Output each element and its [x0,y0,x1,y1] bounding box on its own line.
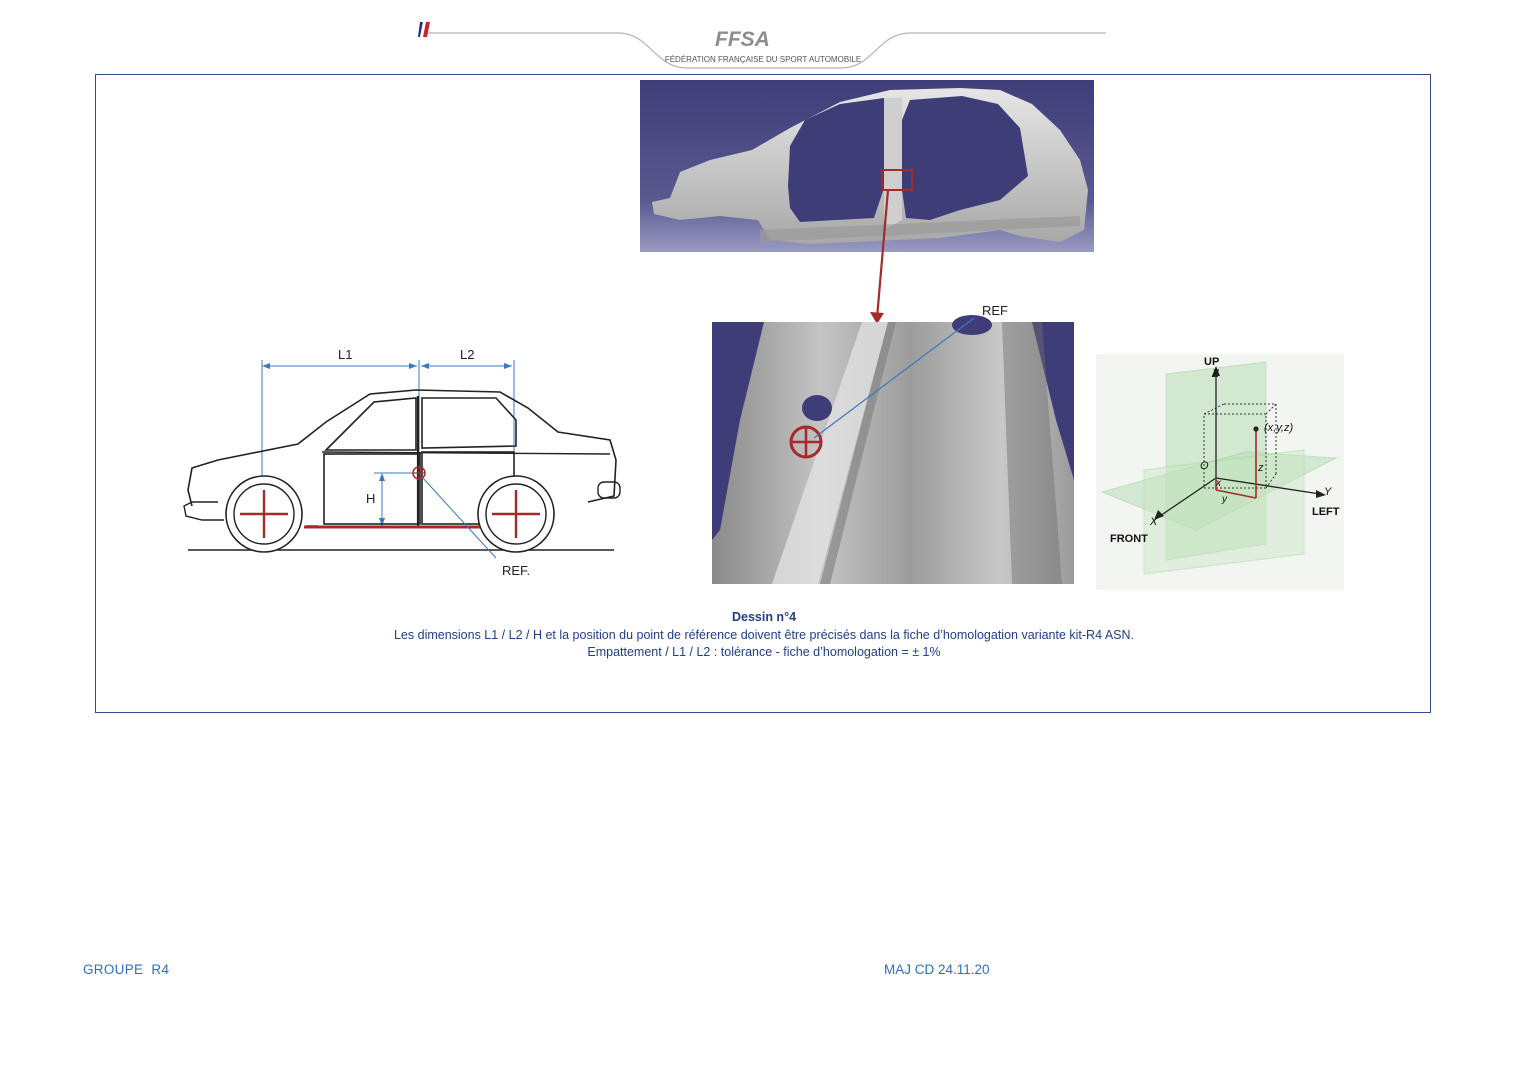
car-side-drawing: L1 L2 H REF. [178,340,628,590]
origin-label: O [1200,460,1209,472]
caption-line-1: Les dimensions L1 / L2 / H et la positio… [393,627,1134,642]
axis-y-label: Y [1324,486,1332,498]
caption-line-2: Empattement / L1 / L2 : tolérance - fich… [587,645,941,659]
dimension-label-l1: L1 [338,347,353,362]
drawing-caption: Dessin n°4 Les dimensions L1 / L2 / H et… [96,609,1432,662]
axis-z-label: Z [1212,368,1219,380]
detail-ref-label: REF [982,303,1008,318]
logo-subtitle: FÉDÉRATION FRANÇAISE DU SPORT AUTOMOBILE [664,55,862,64]
x-component-label: x [1216,478,1221,489]
z-component-label: z [1258,462,1264,474]
axis-front-label: FRONT [1110,533,1148,545]
caption-title: Dessin n°4 [731,610,797,624]
footer-update-date: MAJ CD 24.11.20 [884,962,990,977]
page-header: FFSA FÉDÉRATION FRANÇAISE DU SPORT AUTOM… [418,22,1108,76]
axes-diagram: UP Z (x,y,z) O z x y Y LEFT X FRONT [1096,354,1344,590]
ref-label: REF. [502,563,531,578]
dimension-label-l2: L2 [460,347,475,362]
point-label: (x,y,z) [1264,422,1294,434]
pillar-detail-image: REF [712,300,1076,586]
axis-left-label: LEFT [1312,506,1340,518]
pointer-arrow [870,189,890,324]
footer-group: GROUPE R4 [83,962,170,977]
dimension-label-h: H [366,491,376,506]
y-component-label: y [1222,494,1227,505]
header-decorative-curve [420,32,1106,69]
ffsa-logo: FFSA [715,28,770,51]
body-shell-image [640,80,1094,252]
drawing-frame [95,74,1431,713]
flag-icon [418,22,430,37]
axis-x-label: X [1150,516,1158,528]
axis-up-label: UP [1204,356,1220,368]
